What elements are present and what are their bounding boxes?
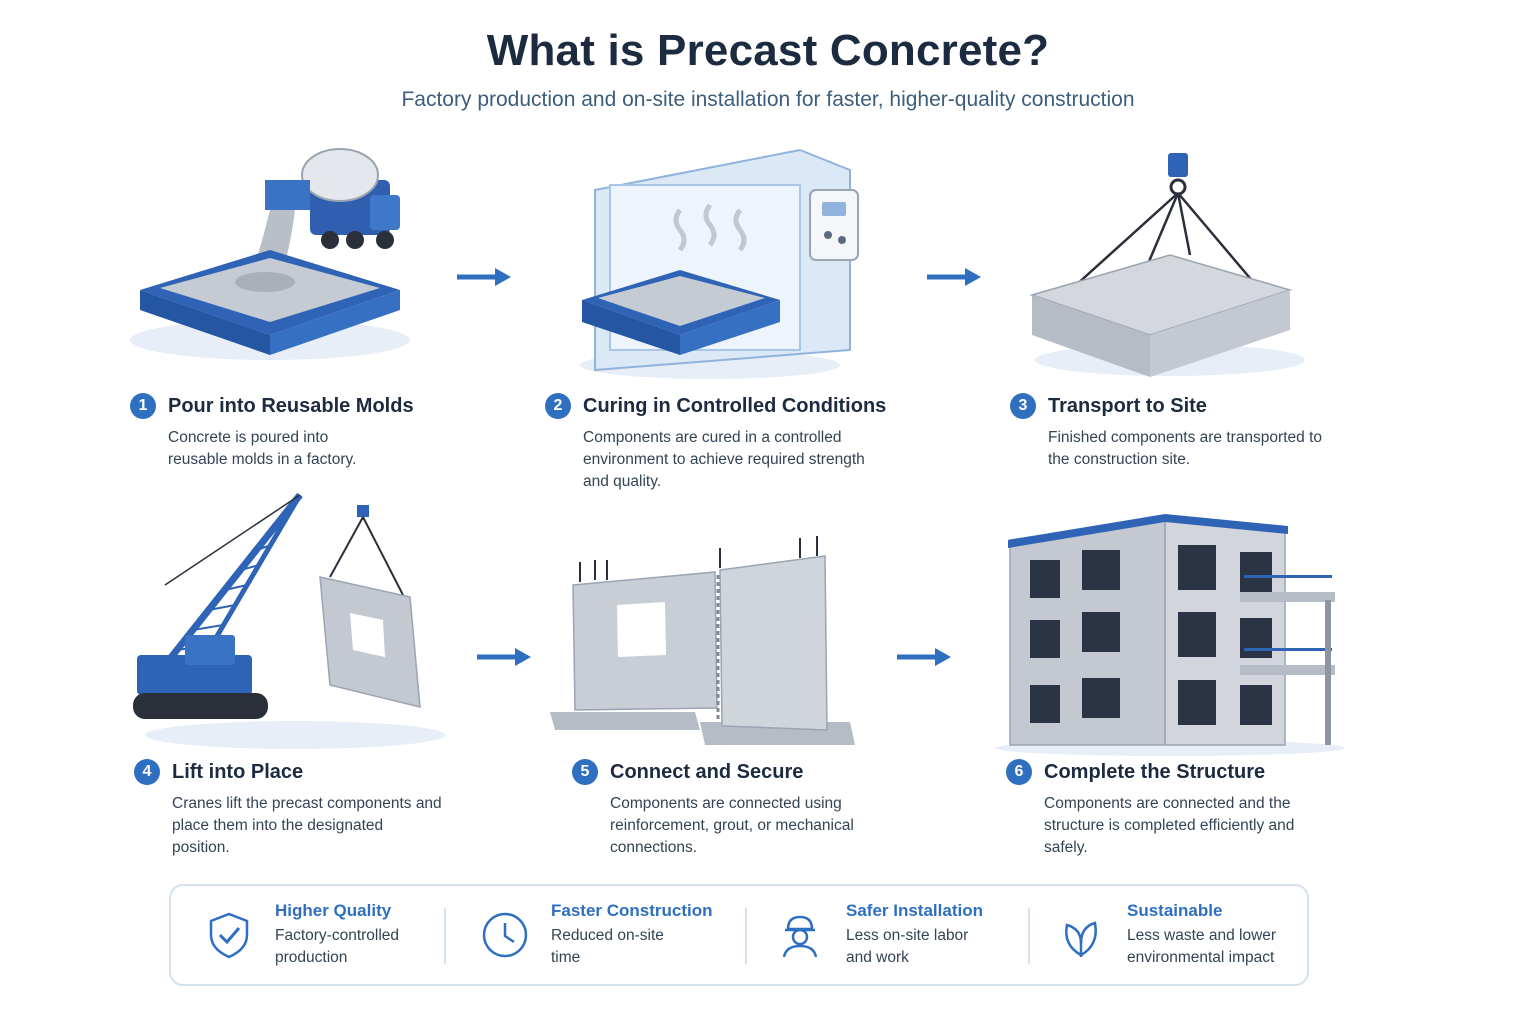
step-description: Components are connected using reinforce… (610, 795, 854, 856)
leaf-icon (1065, 921, 1097, 957)
flow-arrow-4-5 (477, 648, 531, 666)
step-1: 1 Pour into Reusable Molds Concrete is po… (130, 393, 470, 471)
transport-slab-illustration (1029, 153, 1305, 377)
benefit-divider (444, 908, 446, 964)
flow-arrow-1-2 (457, 268, 511, 286)
step-description: Finished components are transported to t… (1048, 429, 1322, 468)
flow-arrow-5-6 (897, 648, 951, 666)
step-2: 2 Curing in Controlled Conditions Compone… (545, 393, 887, 493)
benefit-title: Faster Construction (551, 901, 713, 920)
benefit-title: Safer Installation (846, 901, 983, 920)
step-description: Concrete is poured into reusable molds i… (168, 429, 357, 468)
benefit-title: Sustainable (1127, 901, 1223, 920)
step-6: 6 Complete the Structure Components are c… (1006, 759, 1346, 859)
curing-chamber-illustration (580, 148, 859, 379)
step-title: Connect and Secure (610, 760, 804, 783)
step-number-badge: 5 (572, 759, 598, 785)
crane-lift-illustration (133, 492, 445, 749)
pour-mold-illustration (130, 148, 410, 360)
page-title: What is Precast Concrete? (486, 26, 1050, 75)
benefit-divider (745, 908, 747, 964)
flow-arrow-2-3 (927, 268, 981, 286)
completed-building-illustration (995, 514, 1345, 756)
step-number-badge: 2 (545, 393, 571, 419)
step-title: Curing in Controlled Conditions (583, 394, 887, 417)
step-4: 4 Lift into Place Cranes lift the precast… (134, 759, 474, 859)
step-title: Pour into Reusable Molds (168, 394, 414, 417)
step-description: Components are cured in a controlled env… (583, 429, 865, 490)
step-description: Components are connected and the structu… (1044, 795, 1295, 856)
step-number-badge: 4 (134, 759, 160, 785)
page-subtitle: Factory production and on-site installat… (401, 88, 1135, 111)
step-3: 3 Transport to Site Finished components a… (1010, 393, 1350, 471)
step-number-badge: 6 (1006, 759, 1032, 785)
benefit-title: Higher Quality (275, 901, 392, 920)
step-title: Lift into Place (172, 760, 304, 783)
benefit-divider (1028, 908, 1030, 964)
step-title: Transport to Site (1048, 394, 1207, 417)
hard-hat-worker-icon (782, 915, 818, 958)
step-number-badge: 3 (1010, 393, 1036, 419)
shield-check-icon (209, 912, 249, 959)
clock-icon (482, 912, 528, 958)
step-5: 5 Connect and Secure Components are conne… (572, 759, 912, 859)
connect-walls-illustration (550, 536, 855, 745)
step-number-badge: 1 (130, 393, 156, 419)
step-title: Complete the Structure (1044, 760, 1266, 783)
step-description: Cranes lift the precast components and p… (172, 795, 442, 856)
